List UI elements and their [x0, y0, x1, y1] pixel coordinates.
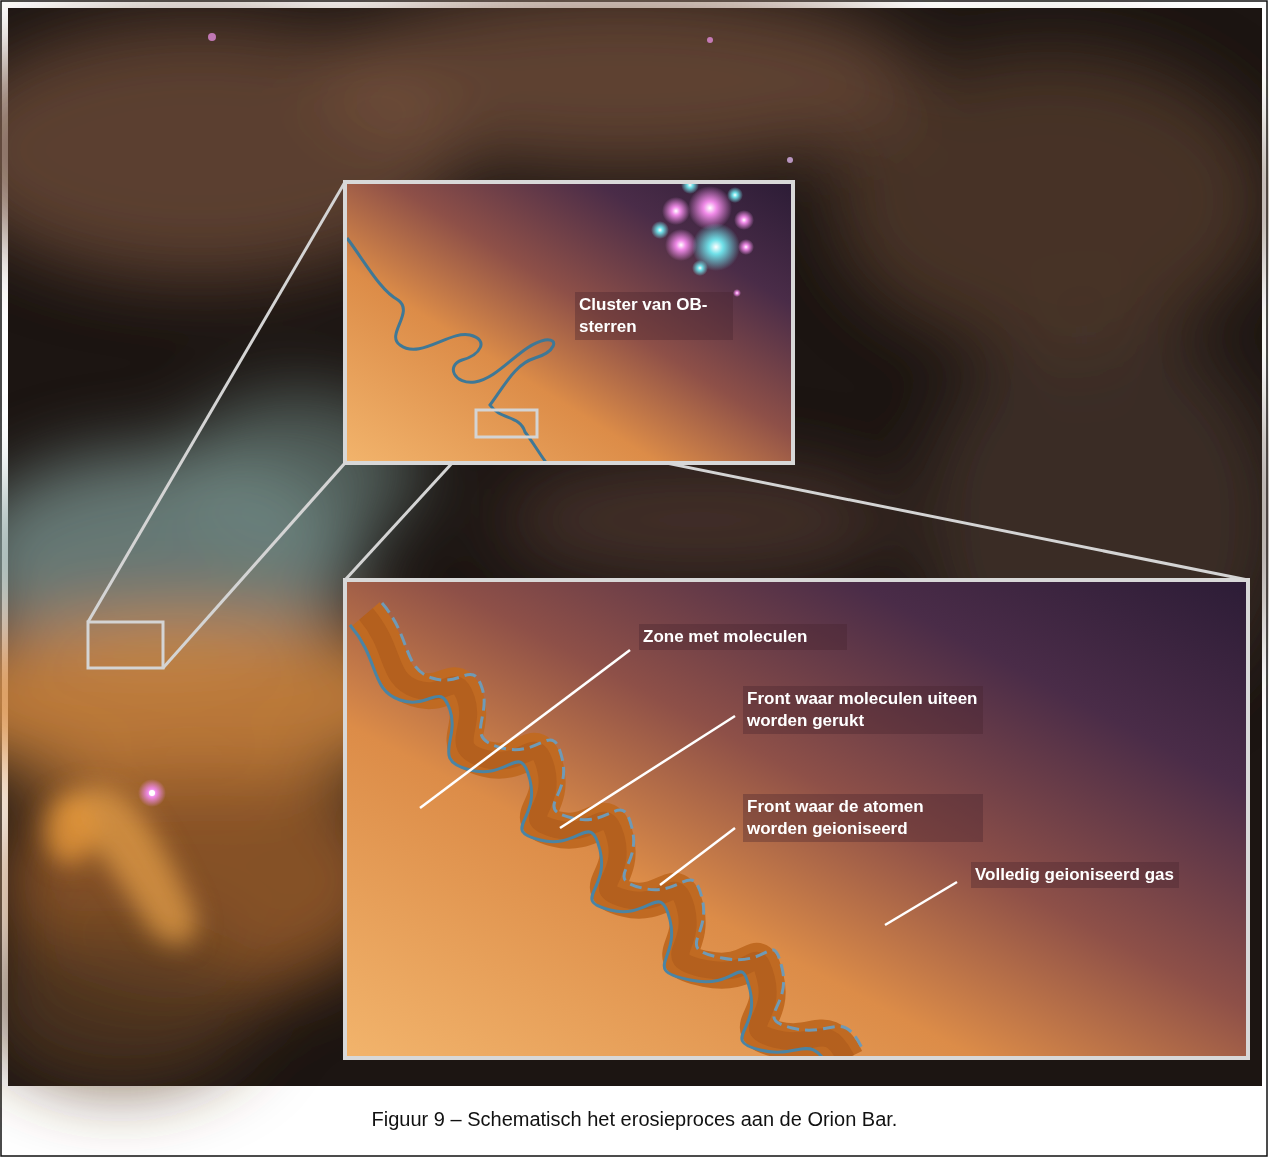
zone-label: Zone met moleculen: [639, 624, 847, 650]
zone-label: Front waar moleculen uiteen worden geruk…: [743, 686, 983, 734]
zone-label: Front waar de atomen worden geioniseerd: [743, 794, 983, 842]
zoom-inset: Cluster van OB-sterren: [343, 180, 795, 465]
zone-label: Cluster van OB-sterren: [575, 292, 733, 340]
zoom-inset: Zone met moleculenFront waar moleculen u…: [343, 578, 1250, 1060]
figure-caption: Figuur 9 – Schematisch het erosieproces …: [0, 1108, 1269, 1131]
zone-label: Volledig geioniseerd gas: [971, 862, 1179, 888]
